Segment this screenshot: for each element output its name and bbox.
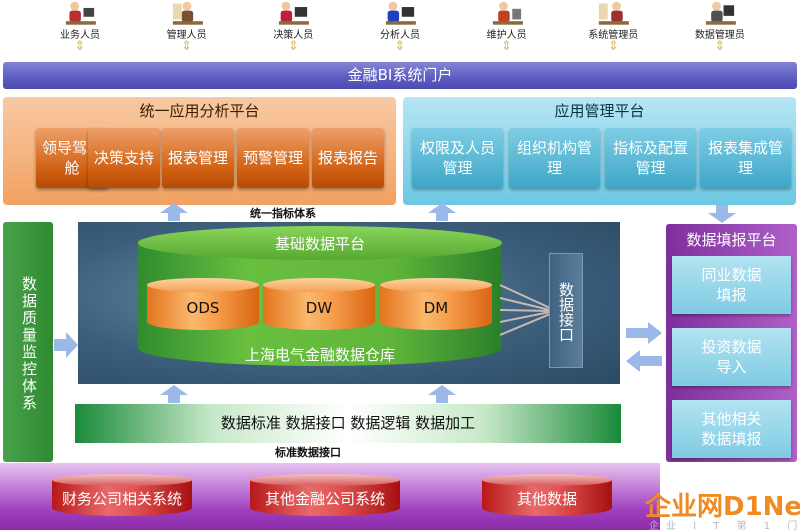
source-system: 财务公司相关系统 (52, 474, 192, 516)
person-at-desk-icon (172, 1, 203, 25)
management-item: 报表集成管理 (700, 128, 791, 188)
data-store-dw: DW (263, 278, 375, 330)
user-label: 业务人员 (60, 30, 100, 41)
source-system-label: 财务公司相关系统 (52, 480, 192, 516)
up-down-arrow-icon: ⇕ (287, 39, 299, 54)
base-data-platform-title: 基础数据平台 (274, 235, 365, 253)
analysis-item: 报表报告 (312, 128, 384, 188)
logo-sub-text: 企业 I T 第 1 门户 (649, 521, 800, 530)
analysis-platform-title: 统一应用分析平台 (139, 102, 260, 120)
analysis-item: 决策支持 (88, 128, 160, 188)
person-at-desk-icon (599, 1, 630, 25)
user-label: 分析人员 (379, 30, 420, 41)
data-store-dm: DM (380, 278, 492, 330)
base-data-platform-top (138, 226, 502, 260)
data-interface-label: 数据接口 (557, 282, 575, 342)
management-platform-title: 应用管理平台 (554, 102, 645, 120)
user-label: 系统管理员 (588, 30, 639, 41)
data-standards-bar: 数据标准 数据接口 数据逻辑 数据加工 (75, 404, 621, 443)
up-down-arrow-icon: ⇕ (394, 39, 406, 54)
data-interface-box: 数据接口 (549, 253, 583, 368)
bi-portal-bar: 金融BI系统门户 (3, 62, 797, 89)
data-store-label: ODS (147, 285, 259, 330)
management-platform: 应用管理平台 权限及人员管理 组织机构管理 指标及配置管理 报表集成管理 (403, 97, 796, 205)
source-system: 其他金融公司系统 (250, 474, 400, 516)
analysis-item: 预警管理 (237, 128, 309, 188)
up-down-arrow-icon: ⇕ (501, 39, 513, 54)
fill-item: 同业数据填报 (672, 256, 791, 314)
person-at-desk-icon (705, 1, 736, 25)
up-down-arrow-icon: ⇕ (607, 39, 619, 54)
data-store-label: DM (380, 285, 492, 330)
source-system: 其他数据 (482, 474, 612, 516)
person-at-desk-icon (385, 1, 416, 25)
analysis-item: 报表管理 (162, 128, 234, 188)
user-role: 业务人员 ⇕ (40, 0, 120, 54)
down-arrow-icon (708, 205, 736, 223)
user-label: 维护人员 (486, 30, 527, 41)
up-arrow-icon (428, 385, 456, 403)
flow-rays-icon (500, 284, 550, 336)
management-item: 指标及配置管理 (605, 128, 696, 188)
right-arrow-icon (54, 332, 78, 358)
user-label: 管理人员 (166, 30, 207, 41)
d1net-logo: 企业网D1Net 企业 I T 第 1 门户 (645, 486, 800, 530)
source-system-label: 其他金融公司系统 (250, 480, 400, 516)
user-role: 数据管理员 ⇕ (680, 0, 760, 54)
data-store-label: DW (263, 285, 375, 330)
user-role: 系统管理员 ⇕ (573, 0, 653, 54)
data-quality-label: 数据质量监控体系 (20, 276, 38, 412)
logo-main-text: 企业网D1Net (645, 492, 800, 522)
user-role: 维护人员 ⇕ (467, 0, 547, 54)
right-arrow-icon (626, 322, 662, 344)
fill-item: 其他相关数据填报 (672, 400, 791, 458)
data-quality-column: 数据质量监控体系 (3, 222, 53, 462)
person-at-desk-icon (492, 1, 523, 25)
up-down-arrow-icon: ⇕ (714, 39, 726, 54)
fill-item: 投资数据导入 (672, 328, 791, 386)
user-role: 决策人员 ⇕ (253, 0, 333, 54)
analysis-platform: 统一应用分析平台 领导驾驶舱 决策支持 报表管理 预警管理 报表报告 (3, 97, 396, 205)
management-item: 权限及人员管理 (412, 128, 503, 188)
data-warehouse-subtitle: 上海电气金融数据仓库 (244, 346, 395, 364)
standard-interface-label: 标准数据接口 (275, 446, 341, 459)
user-label: 决策人员 (273, 30, 314, 41)
data-fill-platform: 数据填报平台 同业数据填报 投资数据导入 其他相关数据填报 (666, 224, 797, 462)
user-role: 分析人员 ⇕ (360, 0, 440, 54)
up-down-arrow-icon: ⇕ (74, 39, 86, 54)
indicator-system-label: 统一指标体系 (250, 207, 316, 220)
up-down-arrow-icon: ⇕ (181, 39, 193, 54)
up-arrow-icon (160, 385, 188, 403)
user-roles-row: 业务人员 ⇕ 管理人员 ⇕ 决策人员 ⇕ 分析人员 ⇕ 维护人员 ⇕ (40, 0, 760, 54)
up-arrow-icon (428, 203, 456, 221)
user-label: 数据管理员 (694, 30, 745, 41)
left-arrow-icon (626, 350, 662, 372)
up-arrow-icon (160, 203, 188, 221)
data-fill-platform-title: 数据填报平台 (686, 231, 777, 249)
user-role: 管理人员 ⇕ (147, 0, 227, 54)
person-at-desk-icon (279, 1, 310, 25)
data-store-ods: ODS (147, 278, 259, 330)
management-item: 组织机构管理 (509, 128, 600, 188)
source-system-label: 其他数据 (482, 480, 612, 516)
person-at-desk-icon (65, 1, 96, 25)
